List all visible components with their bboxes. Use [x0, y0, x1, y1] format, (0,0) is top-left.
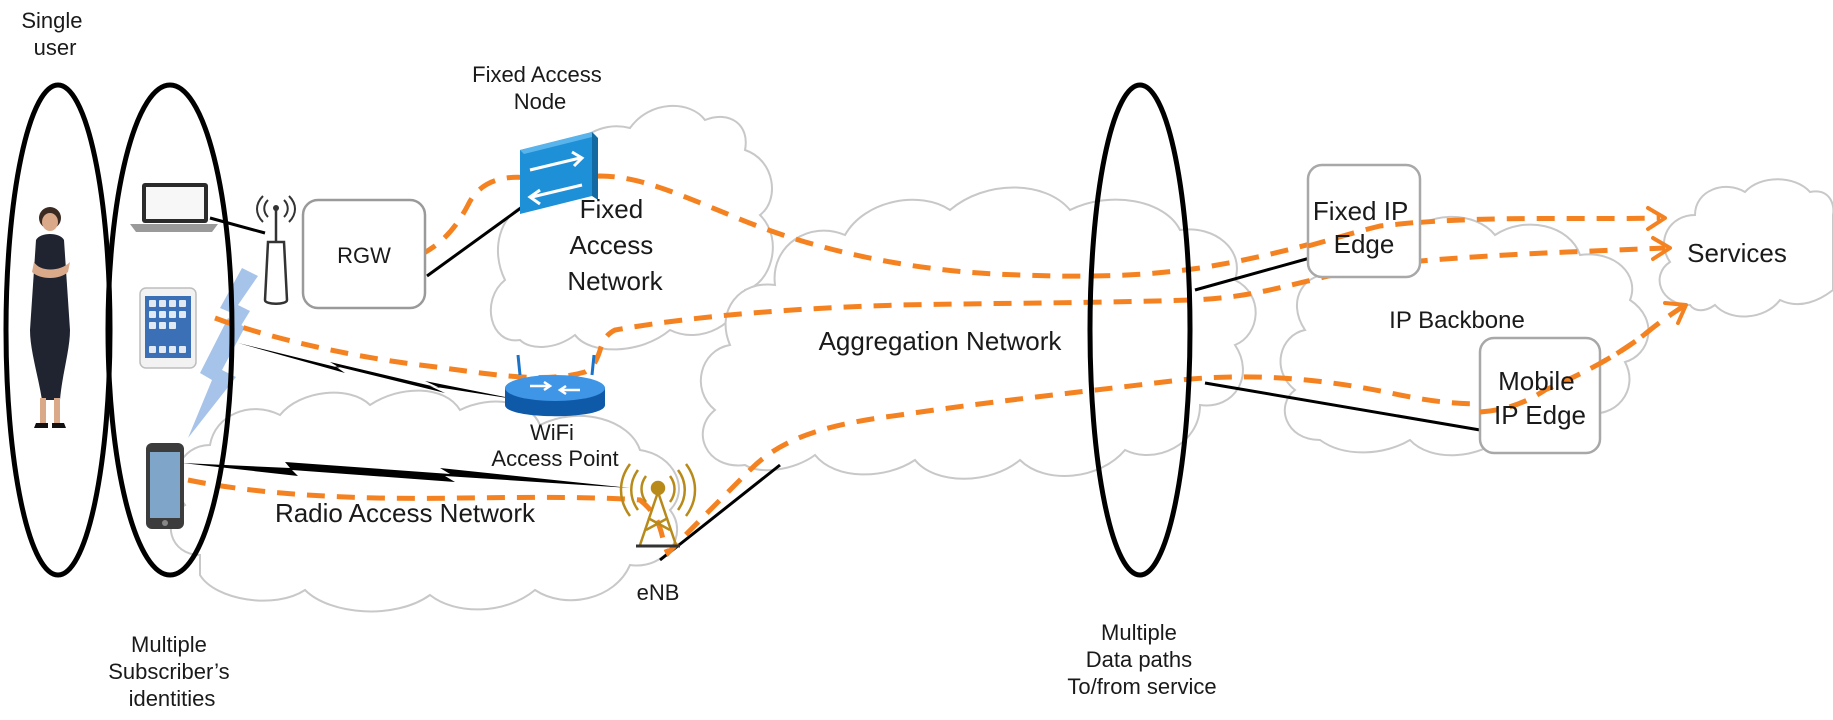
cell-tower-icon — [619, 463, 697, 548]
smartphone-icon — [146, 443, 184, 529]
arrow-head-wifi — [1651, 236, 1672, 261]
fixed-ip-edge-box — [1306, 163, 1422, 279]
radio-access-network-cloud — [169, 389, 680, 613]
radio-access-network-label: Radio Access Network — [275, 498, 536, 528]
rgw-to-node-link — [426, 203, 526, 278]
data-paths-label: Multiple Data paths To/from service — [1067, 620, 1216, 699]
rgw-label: RGW — [337, 243, 391, 268]
tablet-icon — [139, 287, 197, 369]
data-path-fixed-overlay — [1307, 219, 1421, 249]
services-label: Services — [1687, 238, 1787, 268]
identities-ellipse — [105, 82, 235, 578]
rgw-box — [301, 198, 427, 310]
aggregation-to-fixed-edge-link — [1194, 256, 1311, 292]
data-path-fixed — [418, 173, 1661, 279]
router-icon — [505, 354, 605, 417]
enb-label: eNB — [637, 580, 680, 605]
aggregation-network-label: Aggregation Network — [819, 326, 1063, 356]
tablet-to-antenna-link — [209, 216, 266, 235]
fixed-ip-edge-label: Fixed IP Edge — [1313, 196, 1415, 259]
person-icon — [30, 207, 70, 428]
aggregation-to-mobile-edge-link — [1204, 381, 1481, 432]
aggregation-network-cloud — [699, 186, 1257, 480]
enb-to-aggregation-link — [659, 463, 781, 562]
wifi-access-point-label: WiFi Access Point — [491, 420, 618, 471]
fixed-access-node-label: Fixed Access Node — [472, 62, 608, 114]
mobile-ip-edge-label: Mobile IP Edge — [1494, 366, 1586, 430]
fixed-access-network-label: Fixed Access Network — [567, 194, 663, 296]
arrow-head-fixed — [1646, 206, 1667, 231]
arrow-head-mobile — [1663, 301, 1688, 325]
tablet-wifi-lightning — [238, 343, 520, 400]
data-path-wifi — [214, 245, 1666, 381]
data-paths-ellipse — [1087, 82, 1193, 578]
phone-wifi-lightning — [182, 462, 630, 488]
identities-label: Multiple Subscriber’s identities — [108, 632, 236, 711]
ip-backbone-label: IP Backbone — [1389, 307, 1525, 334]
data-path-mobile-overlay — [1479, 328, 1652, 415]
switch-icon — [520, 132, 598, 214]
single-user-label: Single user — [21, 8, 88, 60]
laptop-icon — [130, 183, 218, 232]
antenna-icon — [256, 195, 296, 305]
